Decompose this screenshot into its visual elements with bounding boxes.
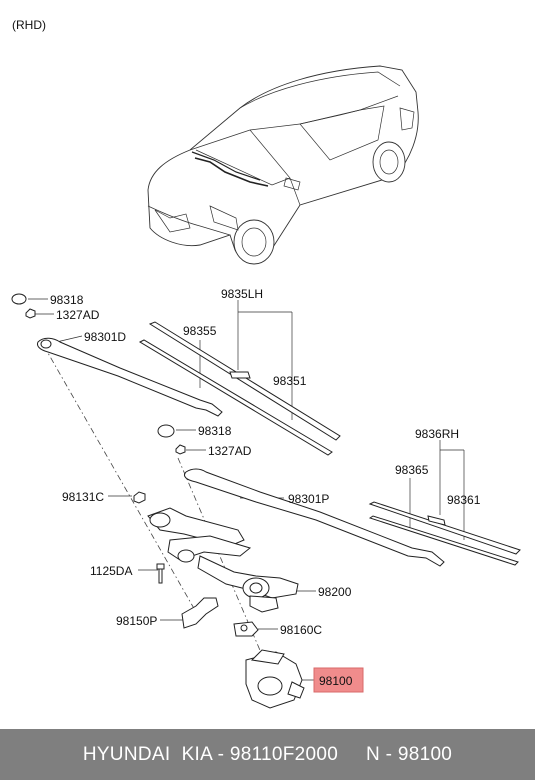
label-1327AD-top: 1327AD: [56, 308, 100, 322]
label-98365: 98365: [395, 463, 429, 477]
label-98301P: 98301P: [288, 492, 329, 506]
label-98100: 98100: [319, 674, 353, 688]
label-98355: 98355: [183, 324, 217, 338]
label-98200: 98200: [318, 585, 352, 599]
label-9835LH: 9835LH: [221, 287, 263, 301]
wiper-blade-rh: [368, 501, 521, 566]
label-1327AD-mid: 1327AD: [208, 444, 252, 458]
footer-text: HYUNDAI KIA - 98110F2000 N - 98100: [82, 743, 453, 765]
part-labels: 98318 1327AD 98301D 9835LH 98355 98351 9…: [50, 287, 481, 688]
label-98131C: 98131C: [62, 490, 104, 504]
label-98318-mid: 98318: [198, 424, 232, 438]
wiper-arm-passenger: [183, 468, 445, 567]
variant-label: (RHD): [12, 18, 46, 32]
wiper-blade-lh: [138, 321, 341, 456]
label-98160C: 98160C: [280, 623, 322, 637]
label-98301D: 98301D: [84, 330, 126, 344]
car-illustration: [147, 65, 419, 265]
wiper-arm-driver: [37, 337, 223, 417]
bracket-98150P: [181, 597, 219, 629]
wiper-motor: [245, 649, 305, 709]
small-nut-caps: [11, 293, 186, 504]
label-98150P: 98150P: [116, 614, 157, 628]
label-98351: 98351: [273, 374, 307, 388]
bolt-1125DA: [156, 563, 165, 584]
cap-98160C: [233, 621, 259, 637]
highlight-98100: [313, 667, 364, 693]
label-9836RH: 9836RH: [415, 427, 459, 441]
part-number-footer: HYUNDAI KIA - 98110F2000 N - 98100: [0, 729, 535, 780]
label-98361: 98361: [447, 493, 481, 507]
linkage-assembly: [147, 507, 299, 613]
label-1125DA: 1125DA: [90, 564, 132, 578]
label-98318-top: 98318: [50, 293, 84, 307]
